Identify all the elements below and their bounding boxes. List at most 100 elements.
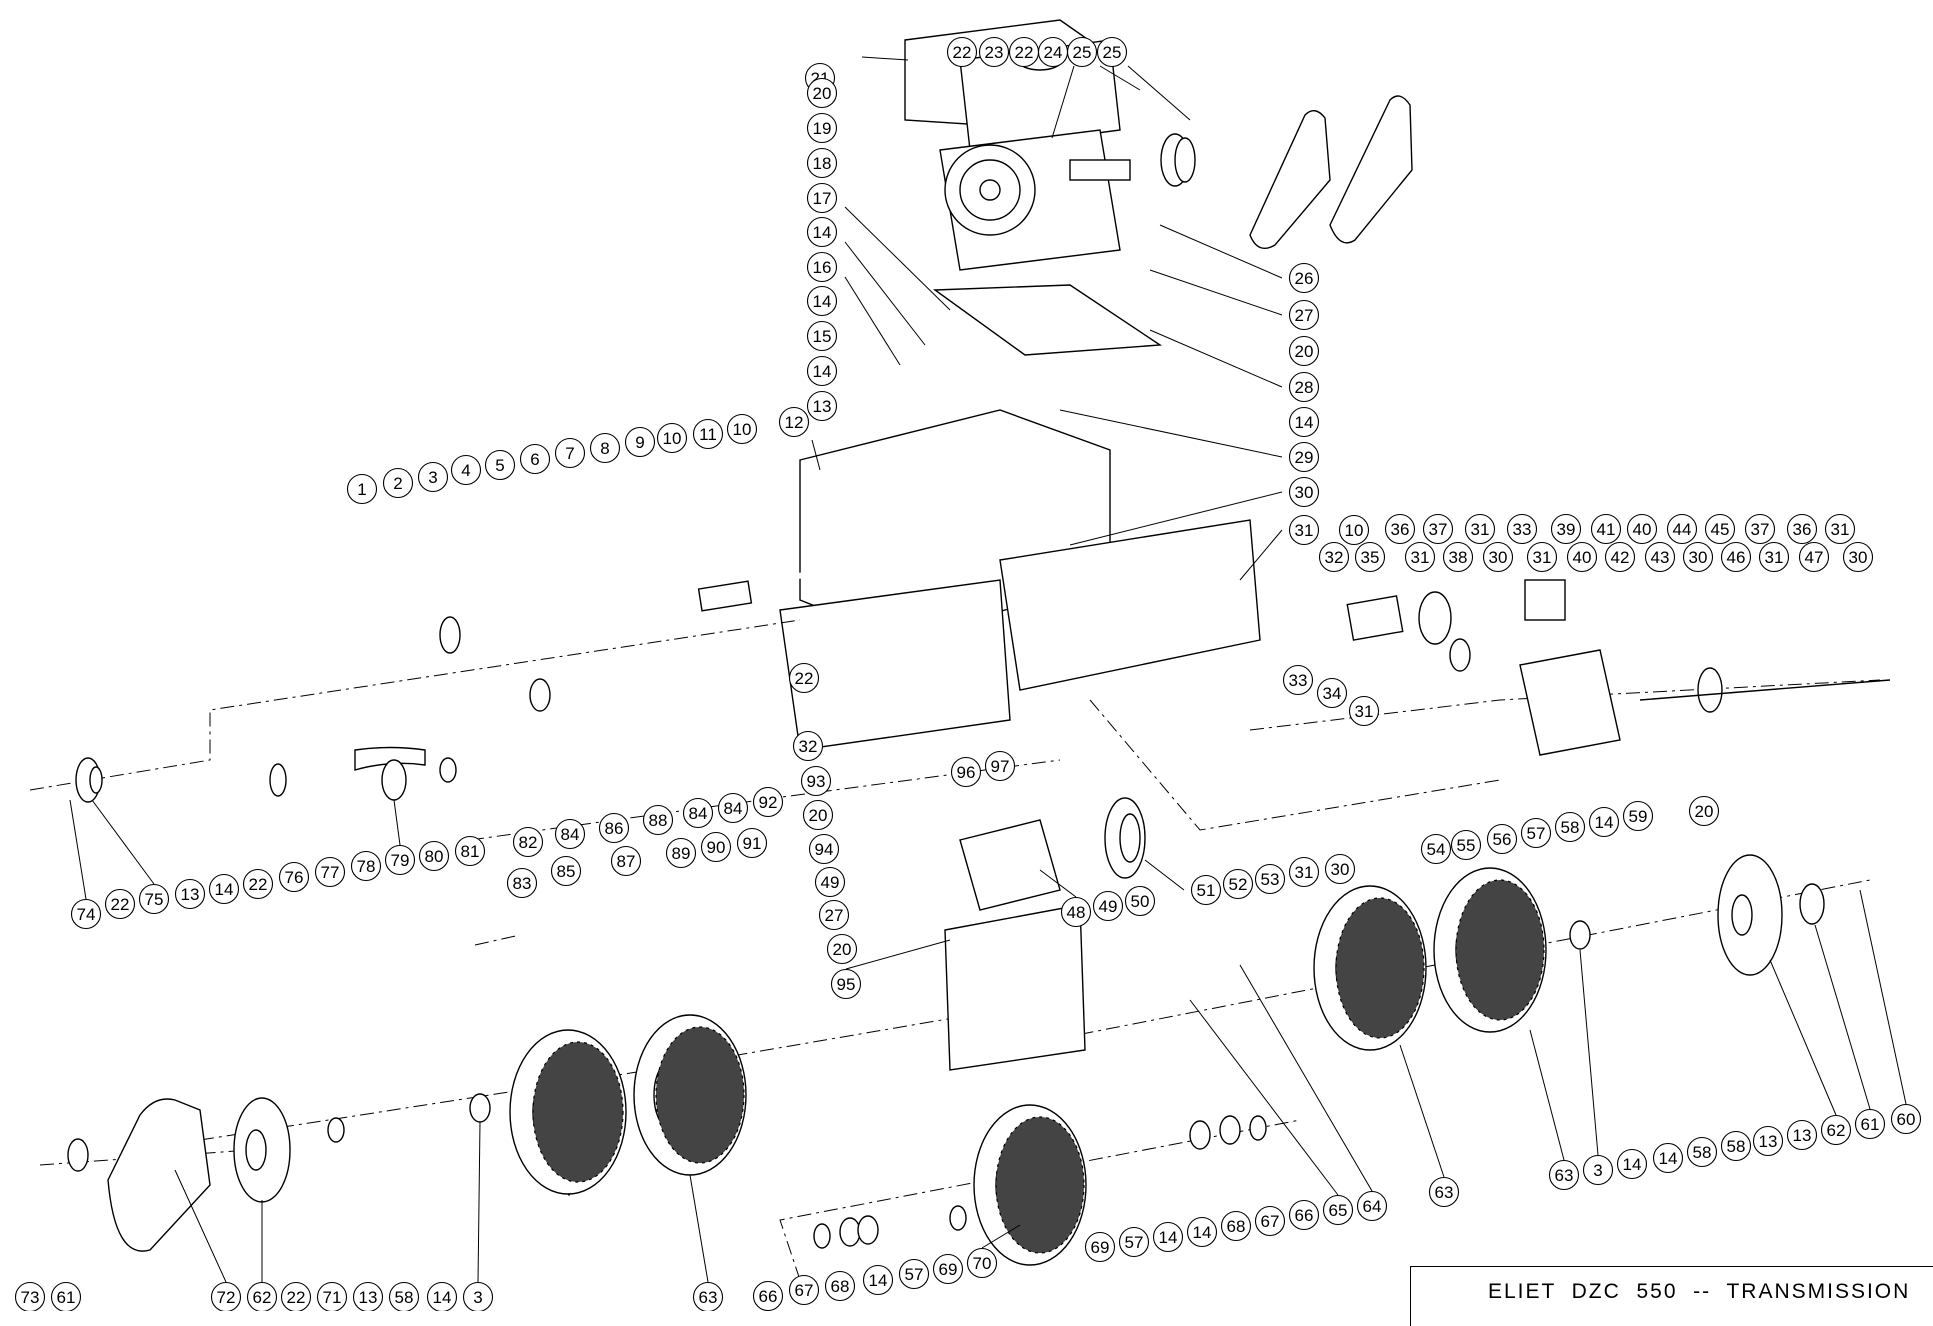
callout-30: 30 [1324,853,1356,885]
callout-number: 24 [1044,43,1063,62]
callout-number: 78 [357,857,376,876]
callout-76: 76 [278,861,310,893]
callout-circle [1348,695,1380,727]
callout-number: 22 [287,1288,306,1307]
callout-number: 35 [1361,548,1380,567]
callout-number: 54 [1427,840,1446,859]
callout-circle [806,251,838,283]
callout-number: 89 [672,844,691,863]
callout-14: 14 [1288,406,1320,438]
callout-number: 79 [391,851,410,870]
callout-66: 66 [1288,1199,1320,1231]
callout-number: 13 [1793,1126,1812,1145]
callout-number: 51 [1197,881,1216,900]
callout-number: 61 [1861,1115,1880,1134]
callout-number: 31 [1355,702,1374,721]
callout-circle [1096,36,1128,68]
callout-circle [278,861,310,893]
callout-number: 63 [699,1288,718,1307]
callout-8: 8 [589,432,621,464]
callout-58: 58 [1720,1130,1752,1162]
callout-circle [1404,541,1436,573]
callout-circle [1588,806,1620,838]
callout-67: 67 [1254,1205,1286,1237]
callout-circle [1842,541,1874,573]
callout-circle [1288,371,1320,403]
callout-number: 31 [1471,520,1490,539]
callout-circle [1060,896,1092,928]
callout-number: 12 [785,413,804,432]
callout-number: 4 [461,461,470,480]
callout-number: 36 [1793,520,1812,539]
callout-circle [1428,1176,1460,1208]
callout-number: 81 [461,842,480,861]
callout-number: 19 [813,119,832,138]
callout-circle [1720,1130,1752,1162]
callout-14: 14 [426,1281,458,1311]
callout-33: 33 [1506,513,1538,545]
callout-number: 45 [1711,520,1730,539]
callout-number: 5 [495,456,504,475]
engine-mount-plate [844,206,1283,458]
callout-13: 13 [1752,1125,1784,1157]
callout-number: 96 [957,763,976,782]
callout-circle [1220,1210,1252,1242]
callout-number: 11 [699,425,717,444]
callout-circle [1626,513,1658,545]
callout-22: 22 [788,662,820,694]
callout-circle [692,1281,724,1311]
callout-number: 63 [1555,1166,1574,1185]
callout-58: 58 [1554,811,1586,843]
callout-74: 74 [70,898,102,930]
callout-61: 61 [1854,1108,1886,1140]
callout-circle [1254,863,1286,895]
callout-circle [1288,476,1320,508]
callout-59: 59 [1622,800,1654,832]
callout-circle [1590,513,1622,545]
callout-circle [978,36,1010,68]
callout-34: 34 [1316,677,1348,709]
callout-14: 14 [208,873,240,905]
callout-14: 14 [806,285,838,317]
callout-51: 51 [1190,874,1222,906]
callout-circle [484,449,516,481]
callout-circle [1798,541,1830,573]
callout-11: 11 [692,418,724,450]
callout-78: 78 [350,850,382,882]
callout-14: 14 [806,355,838,387]
callout-27: 27 [818,899,850,931]
callout-circle [806,112,838,144]
callout-number: 80 [425,847,444,866]
callout-number: 29 [1295,448,1314,467]
callout-37: 37 [1744,513,1776,545]
callout-number: 6 [530,450,539,469]
callout-circle [1786,513,1818,545]
callout-circle [450,454,482,486]
callout-circle [1222,868,1254,900]
callout-45: 45 [1704,513,1736,545]
callout-81: 81 [454,835,486,867]
callout-number: 50 [1131,892,1150,911]
callout-7: 7 [554,437,586,469]
callout-circle [454,835,486,867]
callout-circle [314,856,346,888]
callout-circle [1854,1108,1886,1140]
callout-64: 64 [1356,1190,1388,1222]
callout-number: 26 [1295,269,1314,288]
callout-circle [506,867,538,899]
callout-circle [50,1281,82,1311]
callout-93: 93 [800,765,832,797]
callout-22: 22 [242,868,274,900]
callout-number: 39 [1557,520,1576,539]
callout-circle [788,1274,820,1306]
upper-drive-shaft [389,557,901,712]
callout-5: 5 [484,449,516,481]
callout-circle [1152,1221,1184,1253]
callout-circle [554,818,586,850]
callout-number: 34 [1323,684,1342,703]
callout-6: 6 [519,443,551,475]
callout-circle [1622,800,1654,832]
callout-number: 14 [869,1271,888,1290]
callout-10: 10 [1338,514,1370,546]
callout-circle [1316,677,1348,709]
